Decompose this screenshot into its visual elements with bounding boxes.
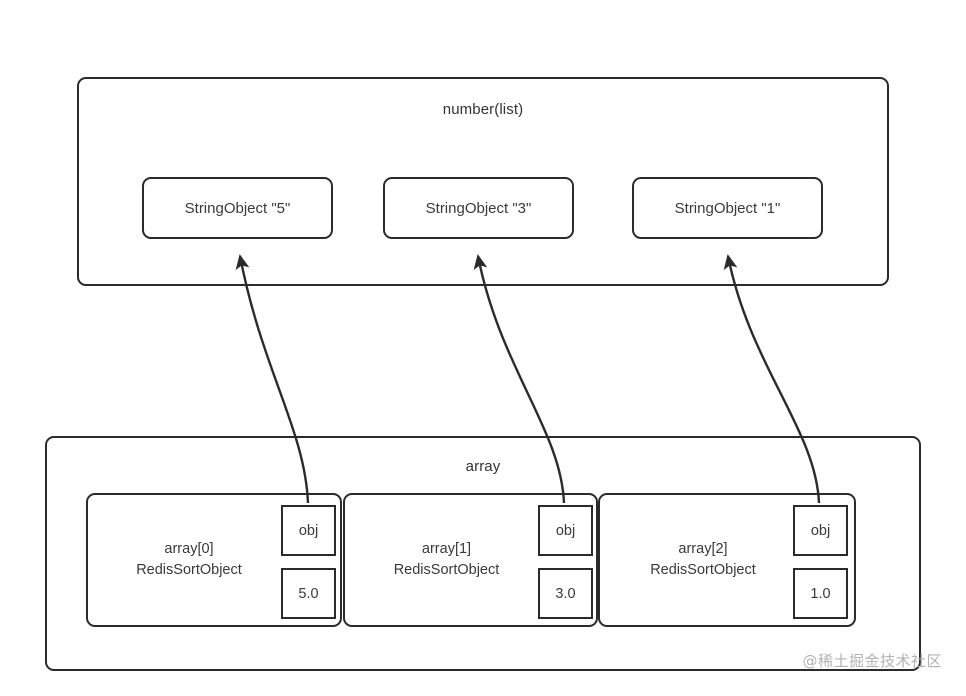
array-cell-label-1: array[1] RedisSortObject bbox=[345, 539, 548, 581]
array-cell-obj-label-1: obj bbox=[555, 522, 576, 539]
array-cell-obj-slot-2: obj bbox=[793, 505, 848, 556]
array-title: array bbox=[465, 458, 501, 475]
array-cell-obj-slot-0: obj bbox=[281, 505, 336, 556]
array-cell-score-slot-0: 5.0 bbox=[281, 568, 336, 619]
array-cell-score-label-1: 3.0 bbox=[555, 585, 576, 602]
array-cell-1: array[1] RedisSortObject obj 3.0 bbox=[343, 493, 598, 627]
array-cell-label-2: array[2] RedisSortObject bbox=[600, 539, 806, 581]
array-cell-type-0: RedisSortObject bbox=[136, 562, 242, 578]
string-object-node-1: StringObject "3" bbox=[383, 177, 574, 239]
string-object-label-0: StringObject "5" bbox=[184, 199, 291, 217]
array-cell-2: array[2] RedisSortObject obj 1.0 bbox=[598, 493, 856, 627]
array-cell-index-2: array[2] bbox=[678, 541, 728, 557]
number-list-title: number(list) bbox=[442, 101, 524, 118]
string-object-label-1: StringObject "3" bbox=[425, 199, 532, 217]
array-cell-score-label-2: 1.0 bbox=[810, 585, 831, 602]
string-object-node-0: StringObject "5" bbox=[142, 177, 333, 239]
watermark: @稀土掘金技术社区 bbox=[802, 652, 942, 670]
array-cell-0: array[0] RedisSortObject obj 5.0 bbox=[86, 493, 342, 627]
string-object-node-2: StringObject "1" bbox=[632, 177, 823, 239]
array-cell-index-0: array[0] bbox=[164, 541, 214, 557]
array-cell-obj-slot-1: obj bbox=[538, 505, 593, 556]
array-cell-obj-label-2: obj bbox=[810, 522, 831, 539]
array-cell-score-label-0: 5.0 bbox=[298, 585, 319, 602]
array-cell-index-1: array[1] bbox=[421, 541, 472, 557]
array-cell-type-1: RedisSortObject bbox=[393, 562, 500, 578]
array-cell-type-2: RedisSortObject bbox=[650, 562, 756, 578]
array-cell-label-0: array[0] RedisSortObject bbox=[88, 539, 290, 581]
array-cell-obj-label-0: obj bbox=[298, 522, 319, 539]
string-object-label-2: StringObject "1" bbox=[674, 199, 781, 217]
array-cell-score-slot-2: 1.0 bbox=[793, 568, 848, 619]
array-cell-score-slot-1: 3.0 bbox=[538, 568, 593, 619]
